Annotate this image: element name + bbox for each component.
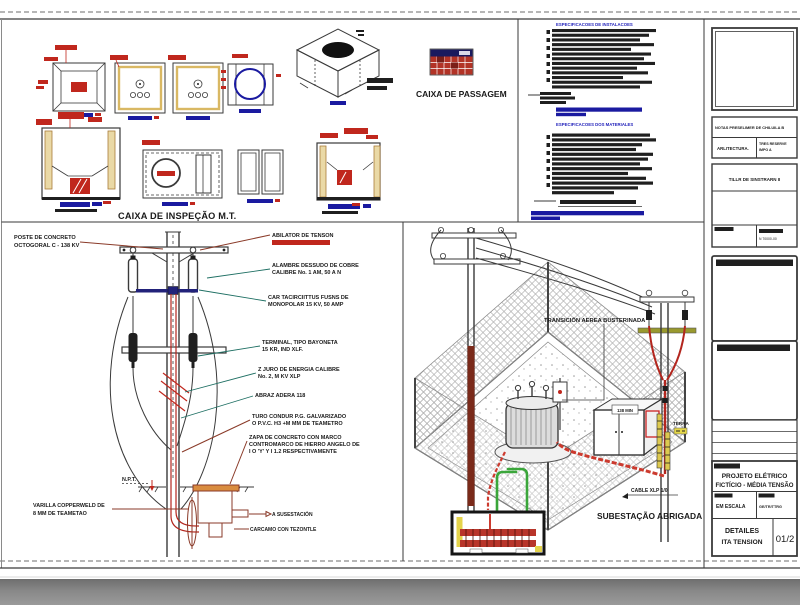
callout-4b: 15 KR, IND XLF. (262, 347, 303, 353)
spec-blue-note-2 (531, 211, 644, 216)
poste-label-1: POSTE DE CONCRETO (14, 235, 76, 241)
spec-blue-note-1 (556, 107, 642, 112)
title-box-bar2 (711, 340, 798, 421)
em-escala-label: EM ESCALA (716, 504, 746, 510)
tres-line2: IMPO A (759, 148, 772, 152)
callout-7a: TURO CONDUR P.G. GALVARIZADO (252, 414, 347, 420)
title-box-empty (711, 27, 798, 111)
project-line2: FICTÍCIO - MÉDIA TENSÃO (716, 481, 794, 489)
spec-block: ESPECIFICACOES DE INSTALACOES ESPECIFICA… (528, 22, 656, 220)
transformer (494, 380, 572, 464)
callout-5a: Z JURO DE ENERGIA CALIBRE (258, 367, 340, 373)
callout-4a: TERMINAL, TIPO BAYONETA (262, 340, 338, 346)
taller-text: TILLR DE SINSTRARN II (729, 177, 781, 182)
terra-label: TERRA (673, 421, 690, 426)
poste-label-2: OCTOGORAL C - 138 KV (14, 243, 80, 249)
spec-header-1: ESPECIFICACOES DE INSTALACOES (556, 22, 633, 27)
pole-labels: POSTE DE CONCRETO OCTOGORAL C - 138 KV A… (14, 233, 360, 533)
spec-header-2: ESPECIFICACOES DOS MATERIALES (556, 122, 633, 127)
inspection-box-plan-4 (221, 54, 281, 113)
callout-2b: CALIBRE No. 1 AM, 50 A N (272, 270, 341, 276)
callout-8c: I O 'Y' Y I 1.2 RESPECTIVAMENTE (249, 449, 337, 455)
substation-title: SUBESTAÇÃO ABRIGADA (597, 511, 702, 521)
inspection-box-section-4 (316, 128, 381, 214)
ground-rod (187, 497, 197, 549)
notes-text: NOTAS PRESELIMER DE CHILUILA B (715, 125, 784, 130)
callout-3a: CAR TACIRCIITTUS FUSNS DE (268, 295, 349, 301)
npt-label: N.P.T. (122, 477, 136, 483)
detalles-line2: ITA TENSION (721, 539, 762, 546)
callout-2a: ALAMBRE DESSUDO DE COBRE (272, 263, 359, 269)
sheet-number-small: N 70000-00 (759, 237, 777, 241)
spec-paragraph-2 (534, 133, 656, 207)
tres-line1: TRES RESERVE (759, 142, 787, 146)
inspection-box-section-2 (142, 140, 223, 206)
duct-bank (450, 510, 546, 556)
substation-isometric: 138 MIN (413, 226, 702, 556)
inspection-box-plan-1 (36, 45, 106, 117)
title-box-bar1 (711, 255, 798, 342)
page-number: 01/2 (776, 534, 795, 545)
a-subestacao-label: A SUSESTACIÓN (272, 510, 313, 518)
title-block-column: NOTAS PRESELIMER DE CHILUILA B ARLITECTU… (711, 27, 798, 557)
spec-paragraph-1 (528, 29, 656, 104)
varilla-label-1: VARILLA COPPERWELD DE (33, 503, 105, 509)
inspection-box-plan-2 (110, 55, 166, 120)
title-box-taller (711, 163, 798, 248)
passage-title: CAIXA DE PASSAGEM (416, 89, 507, 99)
passage-box-isometric (295, 28, 393, 105)
cabinet-label: 138 MIN (617, 408, 633, 413)
carcamo-label: CARCAMO CON TEZONTLE (250, 527, 317, 533)
carcamo-pit (192, 484, 249, 538)
switch-cabinet: 138 MIN (592, 397, 664, 457)
varilla-label-2: 8 MM DE TEAMETAO (33, 511, 87, 517)
code-label: GE/TR/TTRG (759, 505, 782, 509)
inspection-box-section-3 (237, 149, 284, 203)
passage-box-table (429, 48, 474, 76)
cable-label: CABLE XLP 1/0 (631, 488, 668, 494)
sheet-borders (0, 11, 800, 578)
callout-1: ABILATOR DE TENSON (272, 233, 334, 239)
arquitectura-text: ARLITECTURA. (717, 146, 749, 151)
bottom-gray-bar (0, 579, 800, 605)
inspection-title: CAIXA DE INSPEÇÃO M.T. (118, 211, 236, 221)
callout-3b: MONOPOLAR 15 KV, 50 AMP (268, 302, 344, 308)
ground-electrodes (656, 413, 688, 471)
title-box-project (711, 460, 798, 557)
callout-8b: CONTROMARCO DE HIERRO ANGELO DE (249, 442, 360, 448)
pole-detail (109, 231, 254, 557)
callout-6: ABRAZ ADERA 118 (255, 393, 305, 399)
callout-8a: ZAPA DE CONCRETO CON MARCO (249, 435, 342, 441)
detalles-line1: DETAILES (725, 528, 759, 535)
meter-panel (552, 378, 568, 430)
inspection-box-plan-3 (168, 55, 224, 120)
transicion-label: TRANSICIÓN AEREA BUSTERINADA (544, 316, 646, 324)
project-line1: PROJETO ELÉTRICO (722, 471, 788, 480)
callout-7b: O P.V.C. H3 +M MM DE TEAMETRO (252, 421, 343, 427)
callout-5b: No. 2, M KV XLP (258, 374, 301, 380)
inspection-box-section-1 (36, 112, 121, 212)
